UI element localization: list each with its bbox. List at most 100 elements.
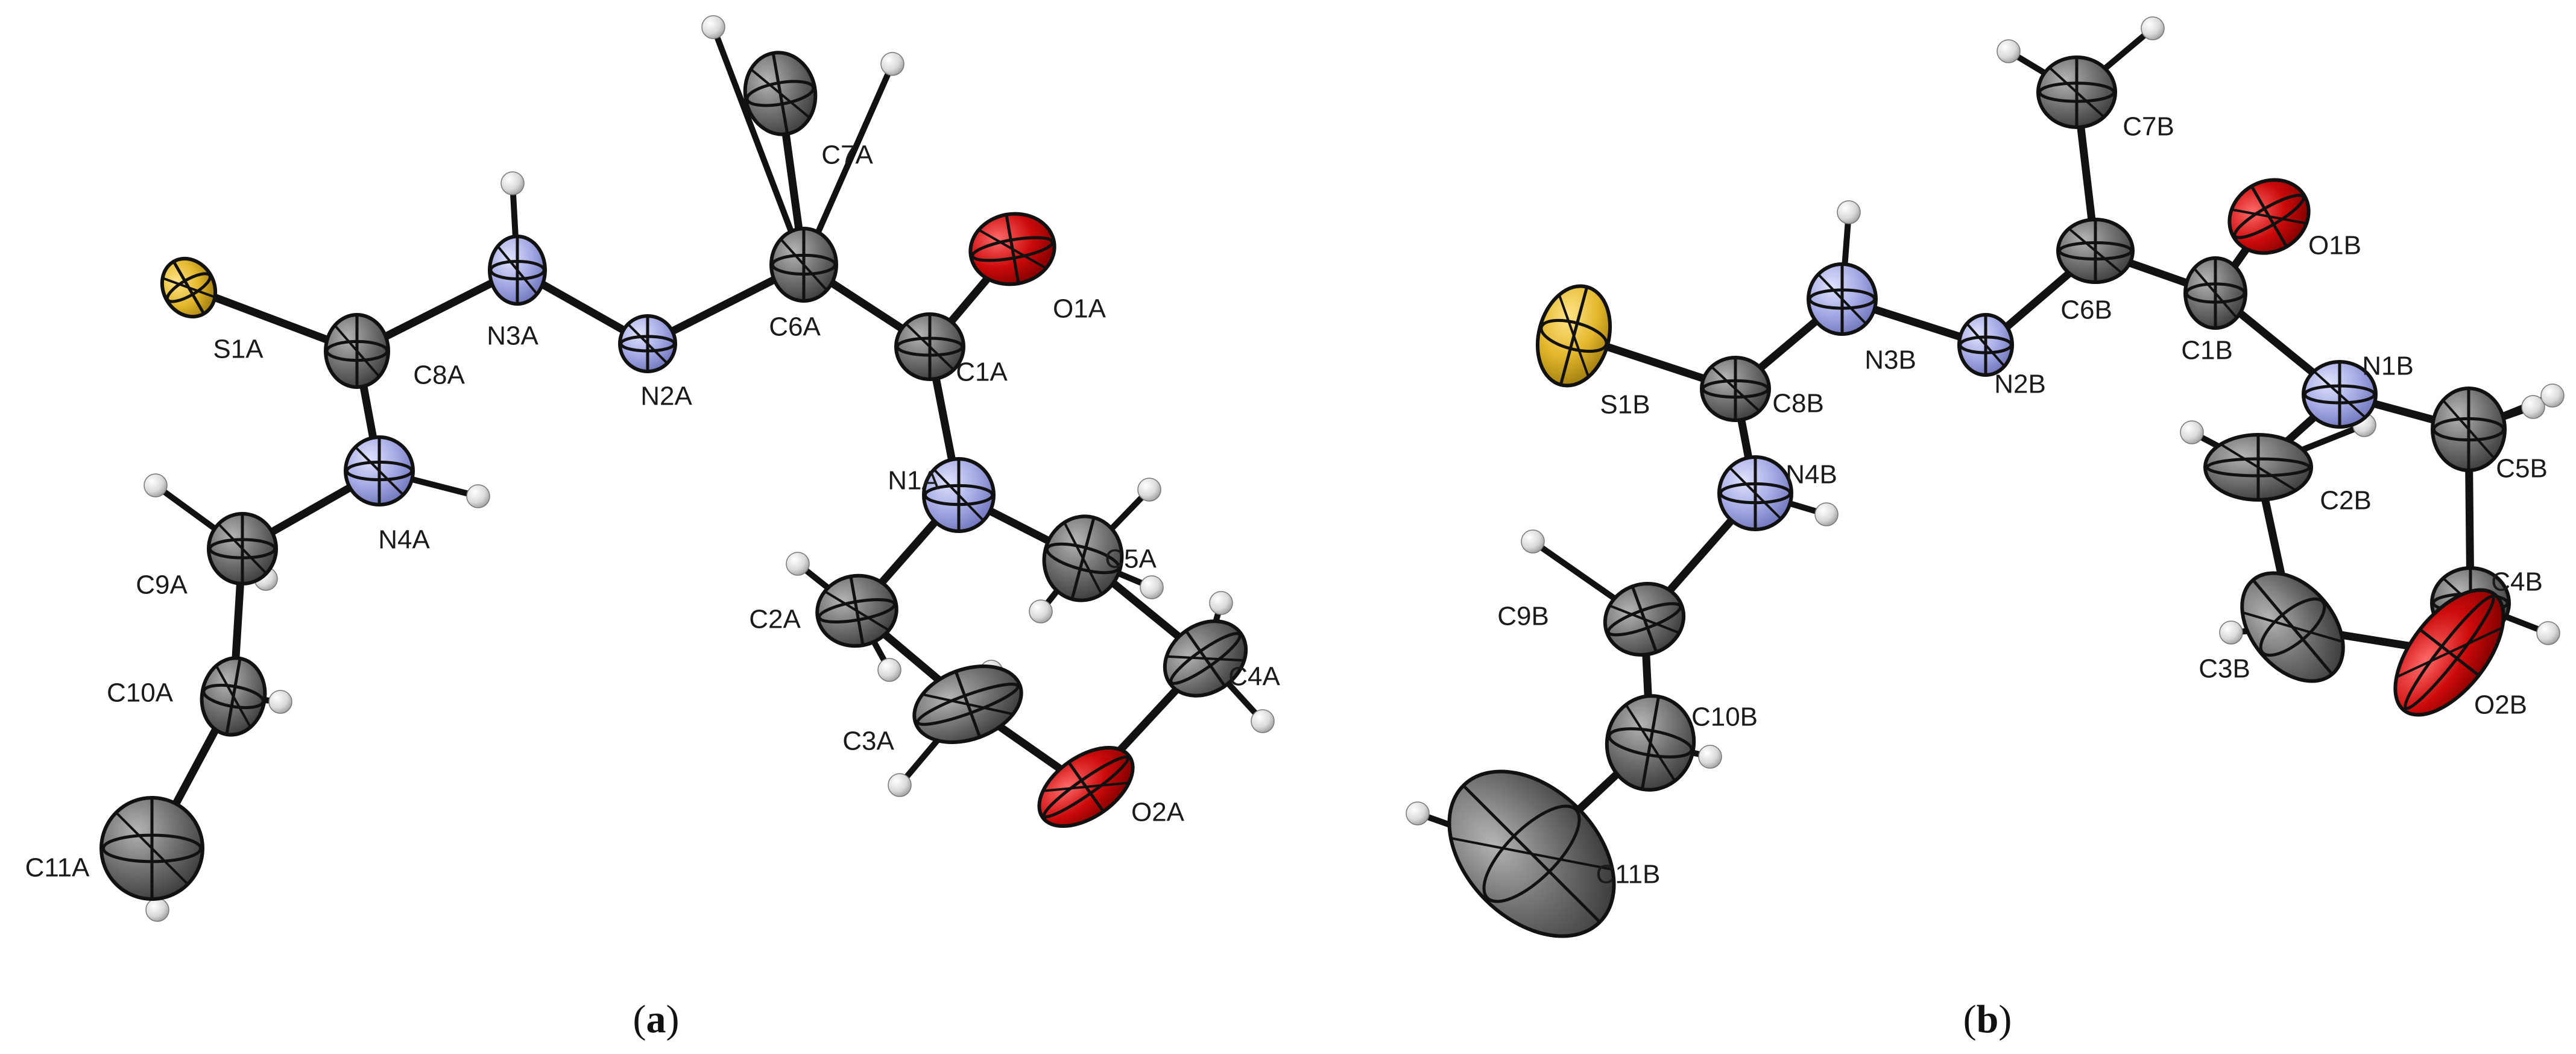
hydrogen-atom (500, 171, 525, 195)
bond-layer (144, 24, 2555, 922)
atom-label-n4b: N4B (1785, 460, 1837, 490)
atom-n1b (2302, 360, 2378, 429)
atom-label-c5a: C5A (1105, 544, 1157, 574)
atom-label-c5b: C5B (2496, 454, 2548, 484)
atom-c1a (894, 312, 965, 381)
atom-s1a (160, 256, 218, 319)
atom-label-o2b: O2B (2474, 690, 2527, 720)
atom-c6b (2056, 218, 2135, 284)
atom-label-c11b: C11B (1596, 860, 1661, 889)
hydrogen-atom (786, 552, 810, 576)
atom-o1b (2227, 178, 2311, 255)
atom-c10a (200, 656, 267, 737)
hydrogen-atom (2141, 16, 2165, 40)
atom-c9a (207, 512, 278, 585)
atom-label-c9a: C9A (136, 570, 188, 600)
atom-label-n1b: N1B (2362, 352, 2414, 381)
hydrogen-atom (888, 773, 912, 797)
hydrogen-atom (1251, 709, 1275, 733)
atom-label-c6b: C6B (2060, 295, 2112, 325)
atom-label-c3b: C3B (2199, 654, 2250, 684)
atom-o1a (968, 212, 1056, 286)
atom-n4b (1717, 455, 1793, 531)
atom-s1b (1535, 284, 1612, 388)
hydrogen-atom (2180, 420, 2204, 444)
atom-n2b (1957, 313, 2014, 377)
atom-c8b (1700, 356, 1771, 422)
hydrogen-atom (2536, 621, 2560, 645)
atom-c2a (815, 573, 898, 648)
atom-label-c2a: C2A (749, 605, 801, 634)
hydrogen-atom (1997, 39, 2021, 63)
atom-c9b (1603, 582, 1686, 657)
atom-label-c1a: C1A (956, 358, 1008, 387)
atom-c11b (1447, 769, 1616, 938)
atom-layer (99, 51, 2511, 938)
atom-label-c1b: C1B (2181, 336, 2233, 365)
atom-label-n4a: N4A (378, 525, 430, 555)
hydrogen-atom (1137, 478, 1161, 502)
hydrogen-atom (2540, 383, 2565, 408)
atom-c6a (769, 227, 838, 303)
hydrogen-atom (1406, 801, 1430, 825)
atom-label-c7a: C7A (821, 140, 873, 170)
hydrogen-atom (466, 484, 490, 508)
atom-c4a (1163, 619, 1248, 698)
hydrogen-atom (1698, 745, 1722, 769)
atom-n3a (488, 235, 547, 306)
atom-label-c10a: C10A (107, 678, 174, 708)
atom-n2a (618, 314, 677, 373)
hydrogen-atom (701, 15, 725, 39)
hydrogen-atom (2521, 395, 2545, 419)
hydrogen-atom (1209, 591, 1233, 615)
atom-c5b (2431, 387, 2507, 472)
hydrogen-atom (1140, 575, 1164, 599)
hydrogen-atom (1814, 502, 1839, 526)
atom-label-n3a: N3A (487, 321, 538, 351)
hydrogen-atom (877, 658, 901, 682)
atom-label-c4a: C4A (1228, 662, 1280, 692)
atom-c10b (1605, 694, 1696, 792)
atom-c11a (99, 796, 204, 901)
atom-label-c8a: C8A (413, 361, 465, 390)
atom-label-o1a: O1A (1053, 294, 1106, 324)
atom-c3a (912, 664, 1023, 744)
atom-c7a (743, 51, 818, 136)
atom-label-c7b: C7B (2123, 112, 2174, 142)
atom-n3b (1807, 262, 1878, 336)
atom-label-c3a: C3A (842, 727, 894, 756)
hydrogen-atom (145, 898, 169, 922)
atom-c2b (2203, 433, 2313, 502)
atom-label-c11a: C11A (25, 853, 90, 883)
atom-label-n2a: N2A (640, 382, 692, 411)
atom-label-o2a: O2A (1131, 798, 1185, 827)
atom-label-c9b: C9B (1497, 602, 1549, 631)
caption-b: (b) (1963, 997, 2012, 1041)
atom-n4a (344, 435, 415, 506)
atom-label-c6a: C6A (769, 312, 821, 342)
hydrogen-atom (144, 473, 168, 497)
atom-label-c4b: C4B (2491, 567, 2543, 597)
hydrogen-atom (1837, 200, 1861, 224)
atom-o2a (1037, 745, 1135, 828)
hydrogen-atom (2219, 620, 2243, 645)
h-bond-c6a (710, 24, 807, 268)
hydrogen-layer (134, 15, 2565, 931)
hydrogen-atom (268, 690, 292, 714)
atom-o2b (2393, 588, 2505, 717)
atom-label-s1a: S1A (213, 335, 264, 364)
atom-label-n1a: N1A (888, 466, 939, 496)
atom-label-c2b: C2B (2320, 486, 2372, 516)
atom-label-n2b: N2B (1994, 370, 2046, 399)
atom-c7b (2036, 55, 2117, 129)
atom-c5a (1042, 514, 1124, 602)
atom-label-s1b: S1B (1600, 390, 1650, 420)
hydrogen-atom (1029, 599, 1053, 623)
hydrogen-atom (880, 52, 904, 76)
atom-c3b (2240, 571, 2345, 683)
atom-c1b (2183, 256, 2247, 330)
atom-label-o1b: O1B (2308, 231, 2361, 260)
atom-c8a (324, 313, 390, 389)
caption-a: (a) (633, 997, 680, 1041)
